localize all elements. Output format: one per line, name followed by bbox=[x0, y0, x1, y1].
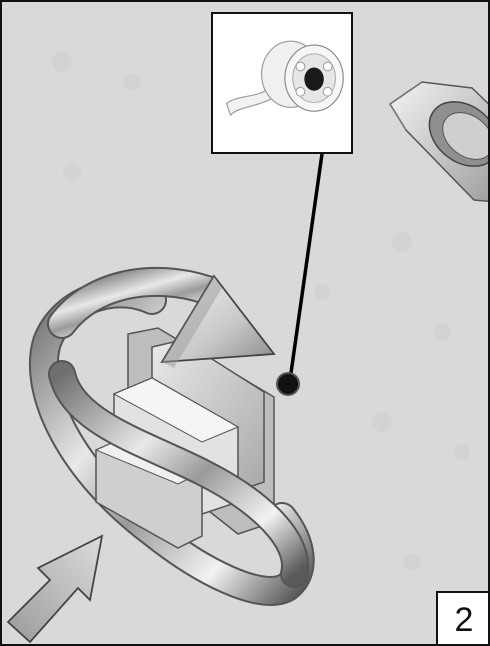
detail-inset bbox=[211, 12, 353, 154]
step-number: 2 bbox=[436, 591, 490, 646]
callout-pointer bbox=[277, 154, 322, 395]
tape-roll-icon bbox=[213, 14, 351, 152]
push-arrow-icon bbox=[8, 536, 102, 642]
hex-nut bbox=[390, 82, 490, 202]
